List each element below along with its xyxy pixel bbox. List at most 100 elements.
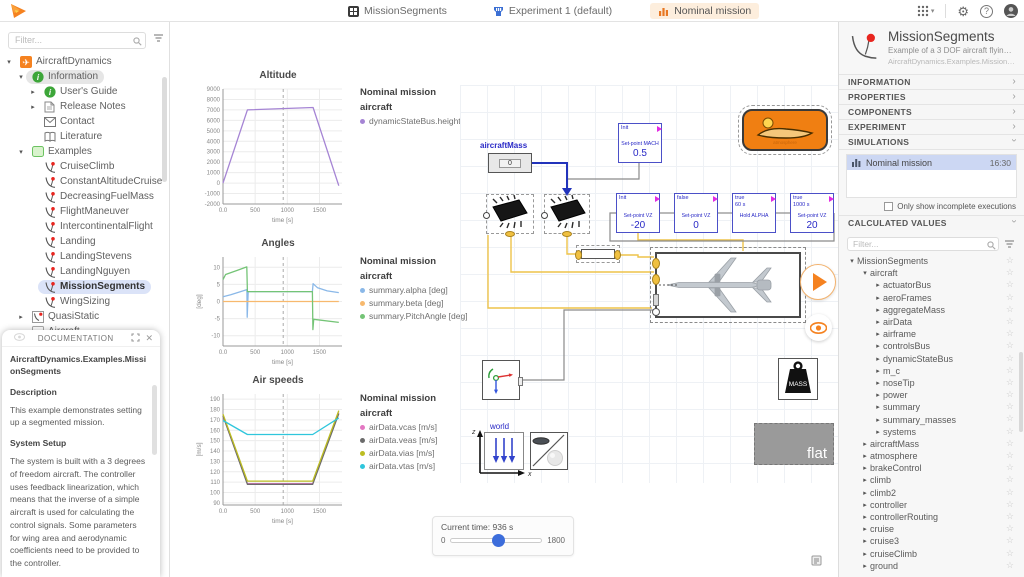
time-slider-thumb[interactable] [492, 534, 506, 547]
tree-collapse-icon[interactable]: ▾ [7, 58, 11, 66]
tree-expand-icon[interactable]: ▸ [863, 489, 867, 497]
sidebar-item-landingnguyen[interactable]: LandingNguyen [0, 264, 170, 279]
star-icon[interactable]: ☆ [1005, 450, 1014, 460]
legend-entry[interactable]: summary.PitchAngle [deg] [360, 310, 480, 323]
tree-collapse-icon[interactable]: ▾ [19, 73, 23, 81]
app-logo-icon[interactable] [8, 1, 28, 26]
tree-expand-icon[interactable]: ▸ [863, 477, 867, 485]
tab-experiment[interactable]: Experiment 1 (default) [485, 3, 620, 19]
cv-item-climb[interactable]: ▸climb☆ [839, 474, 1024, 486]
legend-entry[interactable]: summary.alpha [deg] [360, 284, 480, 297]
visualize-button[interactable] [805, 314, 832, 341]
star-icon[interactable]: ☆ [1005, 328, 1014, 339]
star-icon[interactable]: ☆ [1005, 291, 1014, 302]
star-icon[interactable]: ☆ [1005, 425, 1014, 436]
tab-results[interactable]: Nominal mission [650, 3, 760, 19]
section-components[interactable]: COMPONENTS› [839, 104, 1024, 119]
cv-item-controller[interactable]: ▸controller☆ [839, 499, 1024, 511]
sidebar-item-decreasingfuelmass[interactable]: DecreasingFuelMass [0, 189, 170, 204]
cv-item-aircraftmass[interactable]: ▸aircraftMass☆ [839, 438, 1024, 450]
tree-expand-icon[interactable]: ▸ [863, 440, 867, 448]
star-icon[interactable]: ☆ [1005, 364, 1014, 375]
incomplete-checkbox[interactable] [884, 202, 894, 211]
flat-ground-block[interactable]: flat [754, 423, 834, 465]
calculated-values-scrollbar[interactable] [1019, 352, 1023, 432]
star-icon[interactable]: ☆ [1005, 559, 1014, 570]
sidebar-item-intercontinentalflight[interactable]: IntercontinentalFlight [0, 219, 170, 234]
sidebar-item-constantaltitudecruise[interactable]: ConstantAltitudeCruise [0, 174, 170, 189]
star-icon[interactable]: ☆ [1005, 474, 1014, 485]
cv-item-controlsbus[interactable]: ▸controlsBus☆ [839, 340, 1024, 352]
tree-expand-icon[interactable]: ▸ [876, 343, 880, 351]
cv-item-airdata[interactable]: ▸airData☆ [839, 316, 1024, 328]
cv-item-ground[interactable]: ▸ground☆ [839, 560, 1024, 572]
sidebar-item-wingsizing[interactable]: WingSizing [0, 294, 170, 309]
tree-expand-icon[interactable]: ▸ [876, 282, 880, 290]
help-icon[interactable]: ? [980, 4, 993, 18]
legend-entry[interactable]: airData.veas [m/s] [360, 434, 480, 447]
cv-item-cruise3[interactable]: ▸cruise3☆ [839, 535, 1024, 547]
cv-item-summary-masses[interactable]: ▸summary_masses☆ [839, 413, 1024, 425]
filter-options-icon[interactable] [1004, 236, 1015, 254]
tree-expand-icon[interactable]: ▸ [876, 367, 880, 375]
sidebar-item-literature[interactable]: Literature [0, 129, 170, 144]
star-icon[interactable]: ☆ [1005, 389, 1014, 400]
star-icon[interactable]: ☆ [1005, 486, 1014, 497]
tab-model[interactable]: MissionSegments [340, 3, 455, 19]
star-icon[interactable]: ☆ [1005, 437, 1014, 448]
documentation-header[interactable]: DOCUMENTATION ✕ [2, 330, 160, 347]
cv-item-m-c[interactable]: ▸m_c☆ [839, 365, 1024, 377]
tree-expand-icon[interactable]: ▸ [31, 88, 35, 96]
cv-item-dynamicstatebus[interactable]: ▸dynamicStateBus☆ [839, 353, 1024, 365]
star-icon[interactable]: ☆ [1005, 303, 1014, 314]
cv-item-missionsegments[interactable]: ▾MissionSegments☆ [839, 255, 1024, 267]
tree-expand-icon[interactable]: ▸ [876, 319, 880, 327]
legend-entry[interactable]: summary.beta [deg] [360, 297, 480, 310]
star-icon[interactable]: ☆ [1005, 340, 1014, 351]
section-properties[interactable]: PROPERTIES› [839, 89, 1024, 104]
sidebar-item-landingstevens[interactable]: LandingStevens [0, 249, 170, 264]
legend-entry[interactable]: airData.vias [m/s] [360, 447, 480, 460]
sidebar-scrollbar[interactable] [162, 77, 167, 182]
star-icon[interactable]: ☆ [1005, 255, 1014, 265]
expand-icon[interactable] [131, 332, 141, 344]
world-block[interactable] [484, 432, 524, 470]
legend-entry[interactable]: airData.vtas [m/s] [360, 460, 480, 473]
atmosphere-block[interactable]: atmosphere [738, 105, 832, 155]
sidebar-item-missionsegments[interactable]: MissionSegments [0, 279, 170, 294]
sidebar-item-examples[interactable]: ▾Examples [0, 144, 170, 159]
legend-entry[interactable]: dynamicStateBus.height [360, 115, 480, 128]
star-icon[interactable]: ☆ [1005, 279, 1014, 290]
library-filter-input[interactable] [8, 31, 146, 49]
cv-item-climb2[interactable]: ▸climb2☆ [839, 487, 1024, 499]
cv-item-controllerrouting[interactable]: ▸controllerRouting☆ [839, 511, 1024, 523]
controller-chip-block[interactable] [483, 194, 534, 237]
simulation-item[interactable]: Nominal mission 16:30 [847, 155, 1016, 170]
star-icon[interactable]: ☆ [1005, 401, 1014, 412]
settings-gear-icon[interactable]: ⚙ [957, 3, 969, 19]
tree-expand-icon[interactable]: ▸ [876, 428, 880, 436]
cv-item-aggregatemass[interactable]: ▸aggregateMass☆ [839, 304, 1024, 316]
tree-expand-icon[interactable]: ▸ [863, 538, 867, 546]
bus-connector-block[interactable] [575, 245, 621, 263]
tree-expand-icon[interactable]: ▸ [876, 379, 880, 387]
routing-chip-block[interactable] [541, 194, 590, 237]
cv-item-aircraft[interactable]: ▾aircraft☆ [839, 267, 1024, 279]
section-calculated-values[interactable]: CALCULATED VALUES› [839, 215, 1024, 230]
cv-item-brakecontrol[interactable]: ▸brakeControl☆ [839, 462, 1024, 474]
star-icon[interactable]: ☆ [1005, 315, 1014, 326]
sidebar-item-landing[interactable]: Landing [0, 234, 170, 249]
tree-collapse-icon[interactable]: ▾ [19, 148, 23, 156]
sidebar-item-flightmaneuver[interactable]: FlightManeuver [0, 204, 170, 219]
tree-collapse-icon[interactable]: ▾ [863, 270, 867, 278]
cv-item-nosetip[interactable]: ▸noseTip☆ [839, 377, 1024, 389]
tree-expand-icon[interactable]: ▸ [31, 103, 35, 111]
canvas-notes-icon[interactable] [811, 553, 822, 571]
star-icon[interactable]: ☆ [1005, 267, 1014, 278]
star-icon[interactable]: ☆ [1005, 535, 1014, 546]
tree-expand-icon[interactable]: ▸ [876, 392, 880, 400]
